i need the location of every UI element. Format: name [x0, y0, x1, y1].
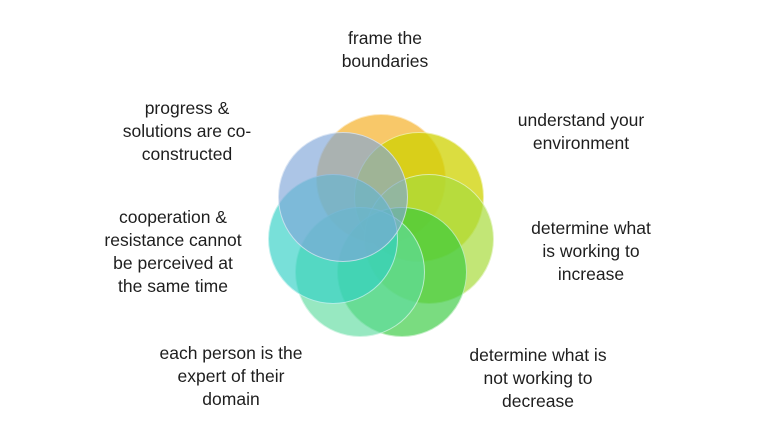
- label-line: boundaries: [341, 51, 429, 71]
- label-line: solutions are co-: [122, 121, 252, 141]
- label-line: is working to: [542, 241, 640, 261]
- label-progress-solutions-co-constructed: progress & solutions are co- constructed: [123, 97, 251, 166]
- label-line: increase: [557, 264, 625, 284]
- label-line: not working to: [483, 368, 593, 388]
- label-line: be perceived at: [113, 253, 233, 273]
- label-line: decrease: [502, 391, 574, 411]
- label-line: the same time: [118, 276, 228, 296]
- label-determine-working-increase: determine what is working to increase: [531, 217, 651, 286]
- label-understand-your-environment: understand your environment: [518, 109, 644, 155]
- label-line: constructed: [141, 144, 233, 164]
- label-cooperation-resistance: cooperation & resistance cannot be perce…: [104, 206, 241, 298]
- label-line: progress &: [144, 98, 230, 118]
- venn-circle-co-constructed: [278, 132, 408, 262]
- label-line: resistance cannot: [104, 230, 242, 250]
- label-each-person-expert-domain: each person is the expert of their domai…: [159, 342, 302, 411]
- label-frame-the-boundaries: frame the boundaries: [342, 27, 429, 73]
- label-line: environment: [532, 133, 630, 153]
- label-determine-not-working-decrease: determine what is not working to decreas…: [469, 344, 606, 413]
- label-line: frame the: [348, 28, 422, 48]
- label-line: determine what: [531, 218, 651, 238]
- label-line: expert of their: [177, 366, 285, 386]
- label-line: determine what is: [469, 345, 607, 365]
- label-line: domain: [202, 389, 260, 409]
- label-line: cooperation &: [118, 207, 227, 227]
- label-line: each person is the: [159, 343, 303, 363]
- label-line: understand your: [517, 110, 645, 130]
